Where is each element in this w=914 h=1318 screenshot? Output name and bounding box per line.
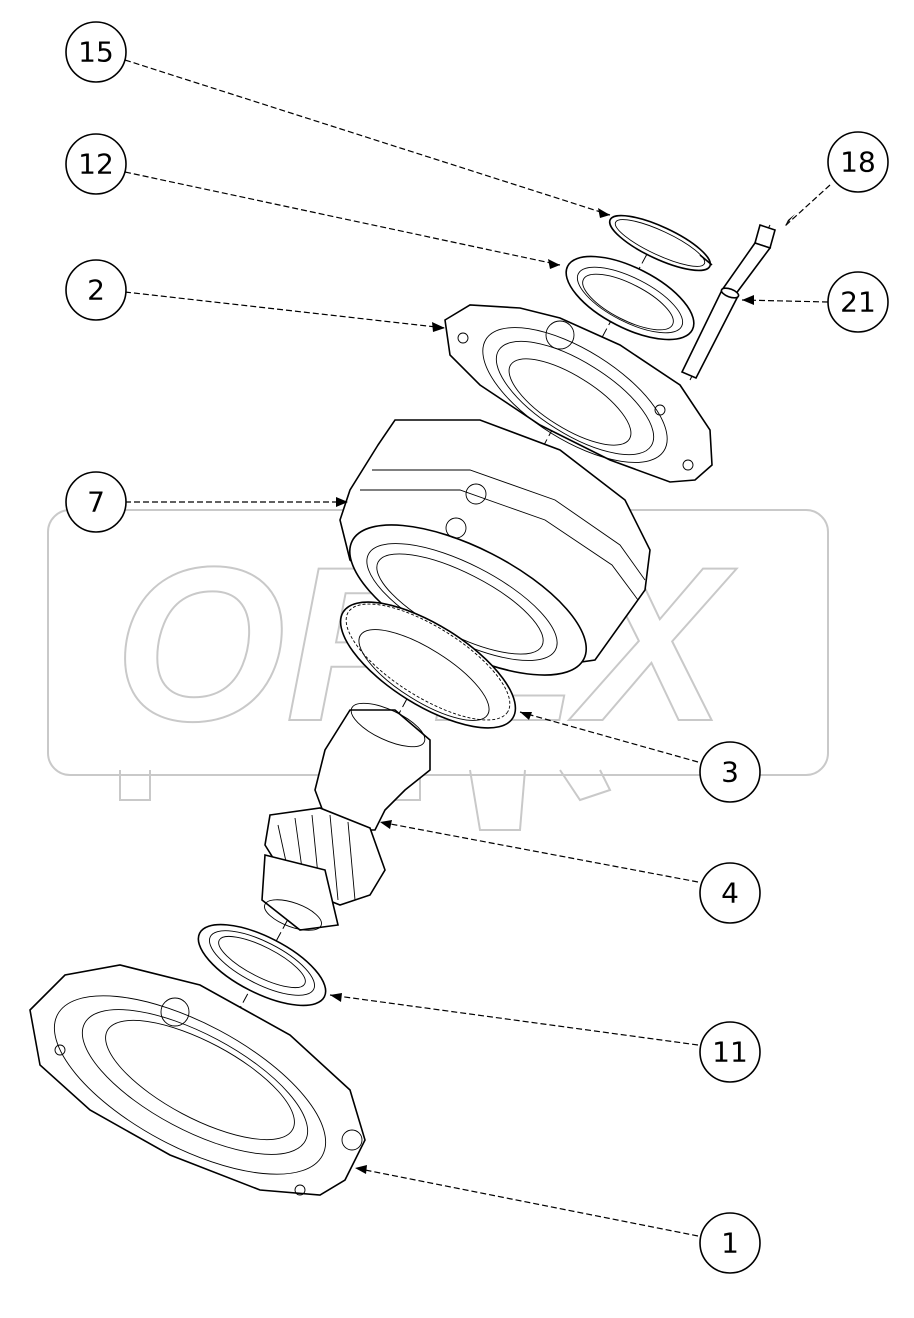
callout-21: 21 <box>827 271 889 333</box>
part-2-cover-flange <box>444 304 713 483</box>
callout-15-label: 15 <box>78 36 114 69</box>
leader-3 <box>519 711 699 763</box>
callout-1-label: 1 <box>721 1227 739 1260</box>
part-21-pin <box>680 287 740 380</box>
callout-2-label: 2 <box>87 274 105 307</box>
part-11-bearing <box>197 923 327 1007</box>
callout-1: 1 <box>699 1212 761 1274</box>
callout-15: 15 <box>65 21 127 83</box>
callout-3: 3 <box>699 741 761 803</box>
part-15-retaining-ring <box>608 214 713 272</box>
callout-2: 2 <box>65 259 127 321</box>
callout-3-label: 3 <box>721 756 739 789</box>
part-7-ring-gear-housing <box>339 419 651 676</box>
leader-11 <box>329 994 699 1046</box>
leader-2 <box>124 291 446 329</box>
callout-7: 7 <box>65 471 127 533</box>
callout-11-label: 11 <box>712 1036 748 1069</box>
callout-21-label: 21 <box>840 286 876 319</box>
leader-12 <box>124 171 561 266</box>
callout-18-label: 18 <box>840 146 876 179</box>
callout-18: 18 <box>827 131 889 193</box>
part-1-base-housing <box>29 964 366 1196</box>
callout-7-label: 7 <box>87 486 105 519</box>
leader-21 <box>741 299 829 303</box>
callout-12-label: 12 <box>78 148 114 181</box>
part-12-seal <box>565 255 695 341</box>
leader-1 <box>354 1167 699 1237</box>
leader-4 <box>379 821 699 883</box>
part-18-bolt <box>720 223 776 296</box>
callout-4: 4 <box>699 862 761 924</box>
part-3-gear-ring <box>339 601 517 729</box>
callout-12: 12 <box>65 133 127 195</box>
leader-18 <box>784 184 831 227</box>
callout-11: 11 <box>699 1021 761 1083</box>
leader-lines <box>124 59 831 1237</box>
callout-4-label: 4 <box>721 877 739 910</box>
part-4-sun-gear-shaft <box>261 702 431 931</box>
leader-15 <box>124 59 611 216</box>
